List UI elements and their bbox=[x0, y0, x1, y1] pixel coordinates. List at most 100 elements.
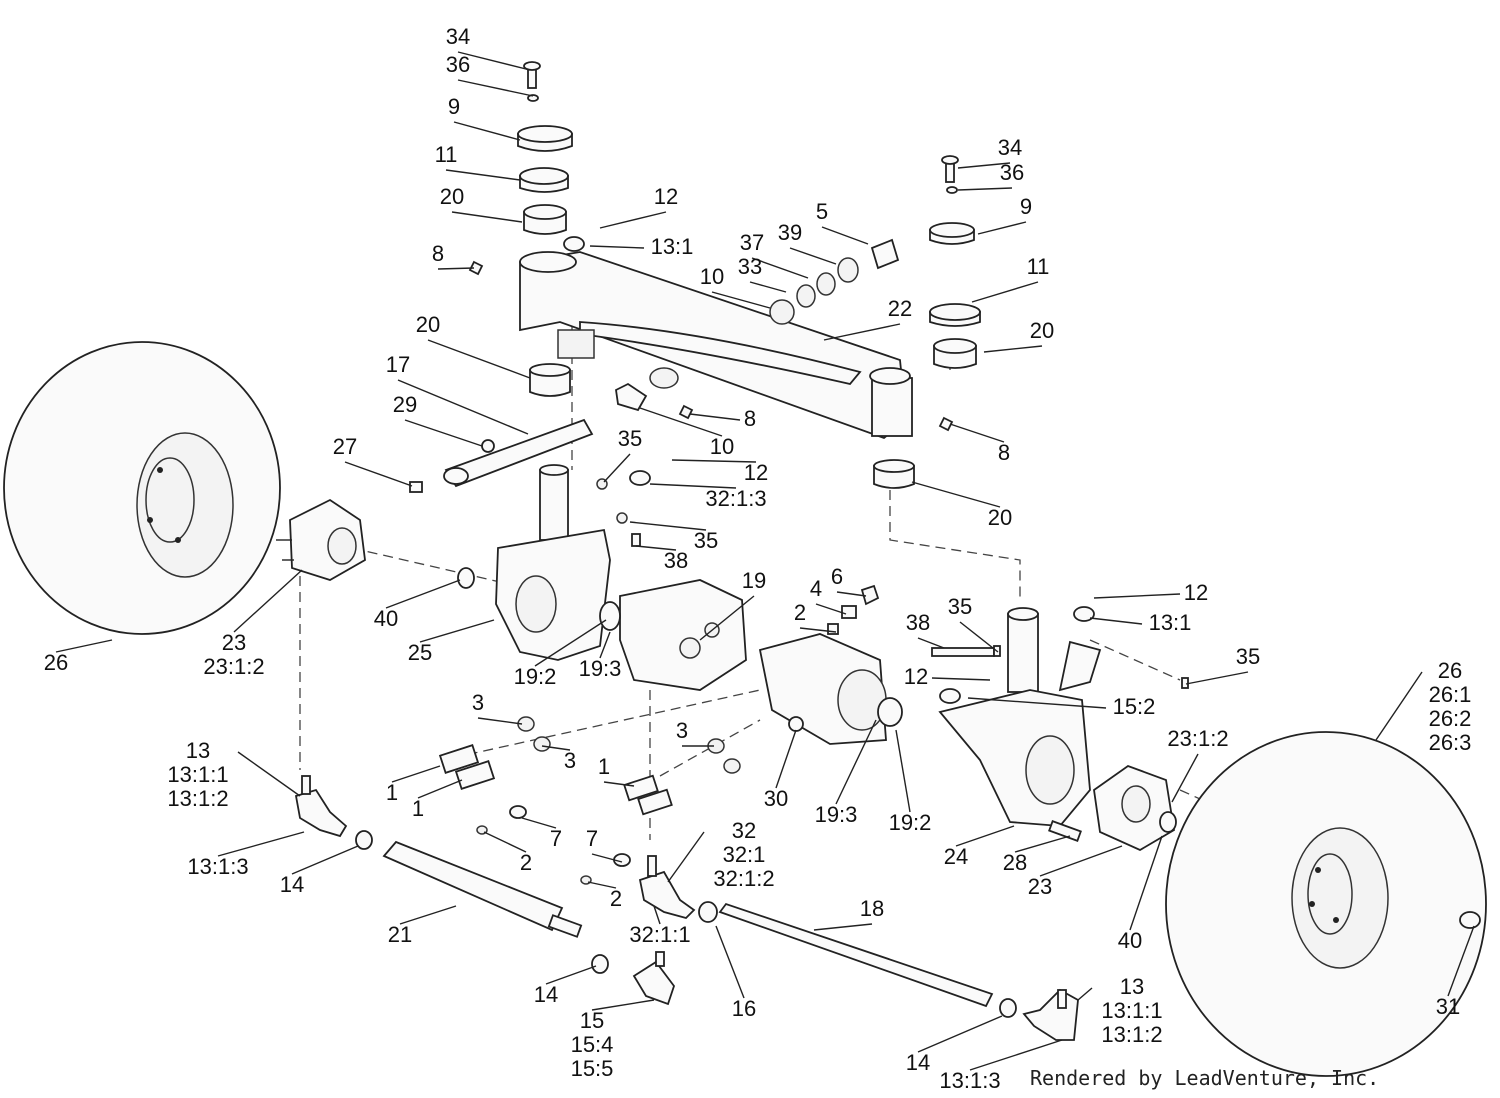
callout-leader-line bbox=[451, 211, 523, 223]
callout-text: 1 bbox=[598, 754, 610, 779]
callout-50: 3 bbox=[541, 745, 576, 773]
callout-text: 19:3 bbox=[579, 656, 622, 681]
callout-text: 10 bbox=[710, 434, 734, 459]
callout-43: 40 bbox=[374, 579, 461, 631]
callout-36: 35 bbox=[948, 594, 999, 653]
callout-48: 26 bbox=[44, 639, 113, 675]
callout-leader-line bbox=[911, 481, 1001, 508]
callout-leader-line bbox=[599, 211, 667, 229]
callout-8: 34 bbox=[957, 135, 1022, 169]
callout-text: 12 bbox=[744, 460, 768, 485]
callout-25: 27 bbox=[333, 434, 413, 487]
callout-leader-line bbox=[821, 226, 869, 245]
callout-31: 20 bbox=[911, 481, 1012, 530]
callout-leader-line bbox=[813, 923, 873, 931]
callout-leader-line bbox=[391, 765, 441, 783]
callout-16: 11 bbox=[971, 254, 1049, 303]
callout-text: 36 bbox=[1000, 160, 1024, 185]
callout-leader-line bbox=[815, 603, 847, 615]
callout-leader-line bbox=[291, 845, 359, 875]
callout-text: 35 bbox=[1236, 644, 1260, 669]
callout-text: 31 bbox=[1436, 994, 1460, 1019]
callout-58: 24 bbox=[944, 825, 1015, 869]
callout-text: 8 bbox=[998, 440, 1010, 465]
callout-7: 8 bbox=[432, 241, 475, 270]
callout-text: 2 bbox=[520, 850, 532, 875]
callout-leader-line bbox=[603, 453, 631, 483]
rendered-by-credit: Rendered by LeadVenture, Inc. bbox=[1030, 1066, 1379, 1090]
callout-53: 1 bbox=[412, 779, 463, 821]
callout-leader-line bbox=[477, 717, 523, 725]
callout-text: 9 bbox=[448, 94, 460, 119]
callout-leader-line bbox=[955, 825, 1015, 847]
callout-leader-line bbox=[653, 905, 661, 925]
callout-leader-line bbox=[427, 339, 531, 379]
callout-text: 15:2 bbox=[1113, 694, 1156, 719]
callout-text: 20 bbox=[416, 312, 440, 337]
callout-76: 14 bbox=[534, 965, 597, 1007]
callout-leader-line bbox=[1014, 835, 1071, 853]
right-spindle bbox=[931, 607, 1102, 827]
fittings bbox=[827, 584, 880, 635]
callout-6: 13:1 bbox=[589, 234, 694, 259]
callout-text: 24 bbox=[944, 844, 968, 869]
callout-leader-line bbox=[55, 639, 113, 653]
callout-text: 20 bbox=[440, 184, 464, 209]
callout-leader-line bbox=[649, 483, 737, 489]
callout-leader-line bbox=[483, 831, 527, 853]
callout-text: 18 bbox=[860, 896, 884, 921]
callout-56: 19:3 bbox=[815, 719, 877, 827]
callout-text: 30 bbox=[764, 786, 788, 811]
callout-text: 15:5 bbox=[571, 1056, 614, 1081]
callout-28: 32:1:3 bbox=[649, 483, 767, 511]
callout-text: 1 bbox=[412, 796, 424, 821]
callout-text: 16 bbox=[732, 996, 756, 1021]
callout-text: 13:1:2 bbox=[167, 786, 228, 811]
callout-text: 29 bbox=[393, 392, 417, 417]
callout-leader-line bbox=[971, 281, 1039, 303]
callout-text: 26:2 bbox=[1429, 706, 1472, 731]
callout-79: 14 bbox=[906, 1015, 1003, 1075]
callout-text: 25 bbox=[408, 640, 432, 665]
callout-text: 8 bbox=[432, 241, 444, 266]
callout-text: 20 bbox=[988, 505, 1012, 530]
left-spindle bbox=[457, 464, 611, 661]
callout-leader-line bbox=[399, 905, 457, 925]
callout-42: 15:2 bbox=[967, 694, 1156, 719]
callout-leader-line bbox=[775, 729, 797, 789]
callout-leader-line bbox=[639, 407, 723, 437]
callout-text: 15 bbox=[580, 1008, 604, 1033]
callout-22: 8 bbox=[689, 406, 756, 431]
callout-leader-line bbox=[949, 423, 1005, 443]
callout-leader-line bbox=[419, 619, 495, 643]
callout-leader-line bbox=[1185, 671, 1249, 685]
callout-text: 33 bbox=[738, 254, 762, 279]
callout-text: 3 bbox=[472, 690, 484, 715]
callout-51: 3 bbox=[676, 718, 714, 747]
callout-text: 1 bbox=[386, 780, 398, 805]
callout-text: 39 bbox=[778, 220, 802, 245]
wheel-nut bbox=[1459, 911, 1481, 929]
callout-text: 13:1:3 bbox=[939, 1068, 1000, 1093]
callout-leader-line bbox=[895, 729, 911, 813]
tie-rod-assembly bbox=[294, 775, 1079, 1041]
callout-45: 19:2 bbox=[514, 619, 607, 689]
callout-text: 13:1:3 bbox=[187, 854, 248, 879]
callout-text: 13:1 bbox=[651, 234, 694, 259]
callout-73: 32:1:1 bbox=[629, 905, 691, 947]
callout-text: 13:1:2 bbox=[1101, 1022, 1162, 1047]
right-pivot-stack bbox=[873, 155, 981, 489]
callout-text: 35 bbox=[618, 426, 642, 451]
callout-leader-line bbox=[823, 323, 901, 341]
callout-leader-line bbox=[1171, 753, 1199, 803]
callout-leader-line bbox=[1447, 925, 1475, 997]
callout-11: 5 bbox=[816, 199, 869, 245]
callout-text: 23:1:2 bbox=[203, 654, 264, 679]
callout-leader-line bbox=[671, 459, 757, 463]
callout-text: 14 bbox=[906, 1050, 930, 1075]
callout-text: 35 bbox=[948, 594, 972, 619]
callout-text: 26 bbox=[44, 650, 68, 675]
